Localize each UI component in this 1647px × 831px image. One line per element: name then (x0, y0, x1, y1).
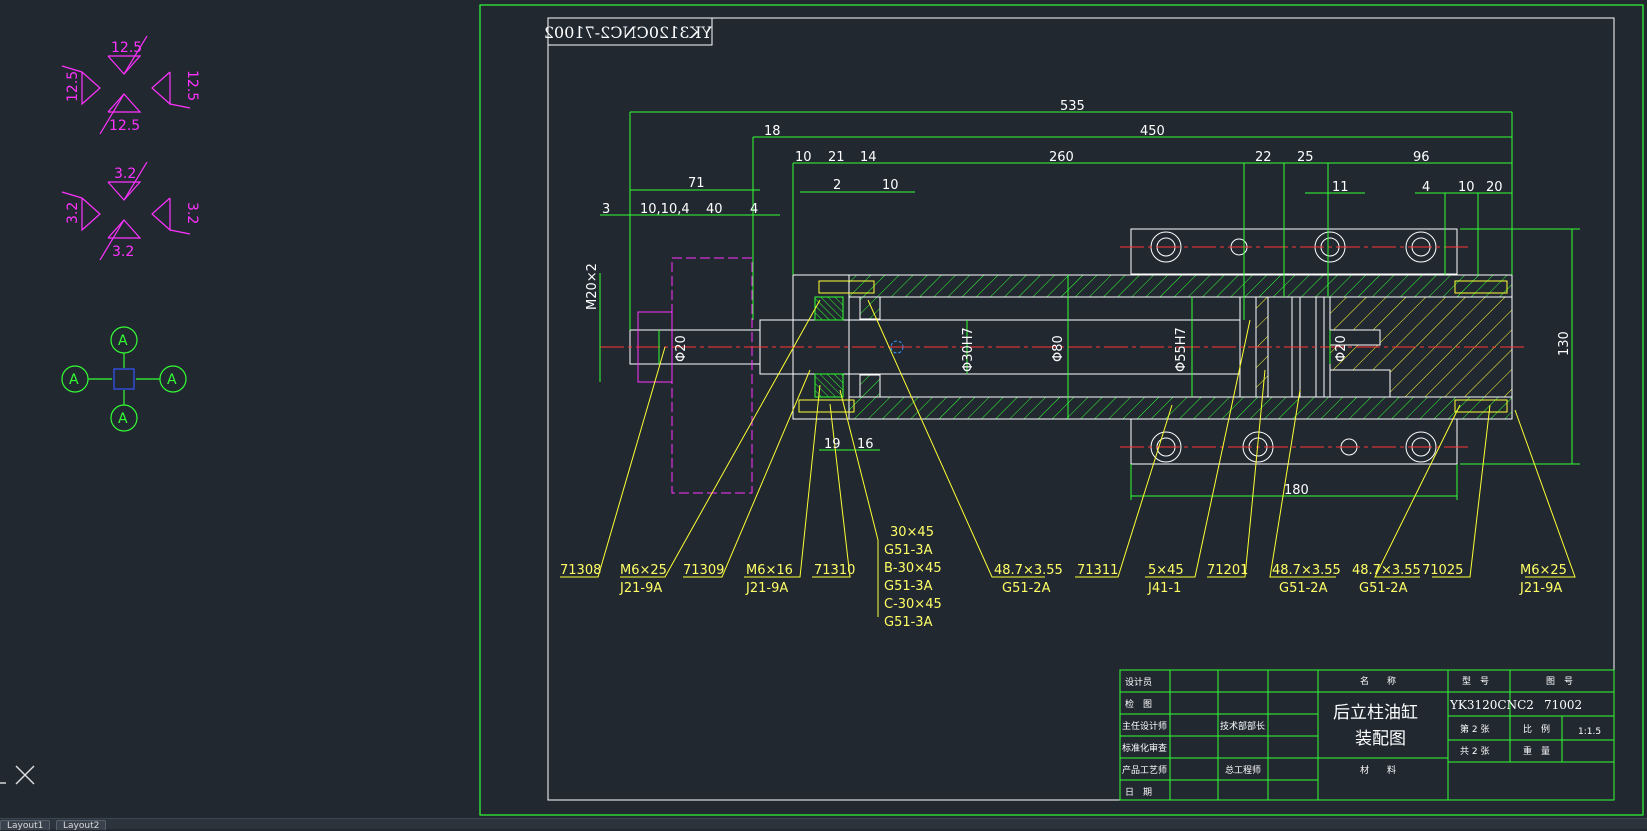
datum-letter: A (167, 372, 177, 388)
dimension-lines (599, 111, 1580, 500)
roughness-value: 3.2 (112, 244, 134, 260)
datum-letter: A (69, 372, 79, 388)
assembly-drawing (600, 228, 1525, 494)
roughness-symbols-3-2 (61, 161, 191, 261)
roughness-value: 12.5 (65, 71, 81, 102)
roughness-value: 3.2 (114, 166, 136, 182)
datum-letter: A (118, 411, 128, 427)
mirrored-drawing-title: YK3120CNC2-71002 (544, 23, 713, 42)
roughness-value: 3.2 (184, 202, 200, 224)
mirrored-title-box (547, 17, 713, 46)
roughness-value: 12.5 (111, 40, 142, 56)
roughness-value: 12.5 (184, 70, 200, 101)
paper-border (479, 4, 1644, 816)
roughness-value: 3.2 (65, 202, 81, 224)
roughness-symbols-12-5 (61, 35, 191, 135)
datum-letter: A (118, 333, 128, 349)
tab-layout2[interactable]: Layout2 (56, 820, 107, 831)
ucs-icon (0, 765, 35, 785)
layout-tab-bar: Layout1 Layout2 (0, 818, 1647, 831)
tab-layout1[interactable]: Layout1 (0, 820, 51, 831)
leader-lines (560, 299, 1576, 617)
drawing-frame (547, 17, 1615, 801)
datum-symbols (61, 326, 187, 432)
roughness-value: 12.5 (109, 118, 140, 134)
